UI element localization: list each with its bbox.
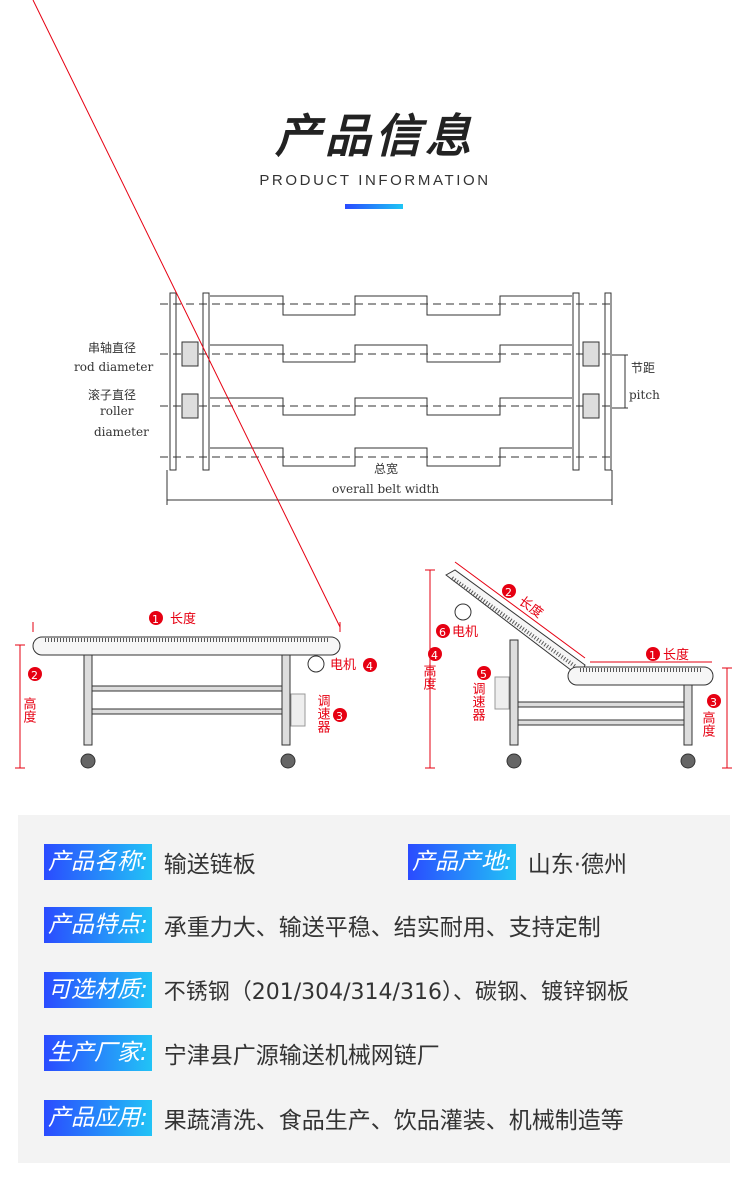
chain-plate-diagram: 串轴直径 rod diameter 滚子直径 roller diameter 节… xyxy=(74,292,660,505)
material-label: 可选材质: xyxy=(44,972,152,1008)
motor-icon xyxy=(454,603,472,621)
width-en: overall belt width xyxy=(332,482,439,496)
rollers xyxy=(181,341,600,419)
info-row-feature: 产品特点: 承重力大、输送平稳、结实耐用、支持定制 xyxy=(44,907,601,943)
feature-label: 产品特点: xyxy=(44,907,152,943)
info-row-origin: 产品产地: 山东·德州 xyxy=(408,844,627,880)
incline-conveyor xyxy=(445,569,714,769)
material-value: 不锈钢（201/304/314/316）、碳钢、镀锌钢板 xyxy=(163,980,629,1005)
conveyor-diagrams: 1 长度 2 高度 电机 4 调速器 3 1 长度 2 长度 6 电机 4 高度… xyxy=(15,0,732,769)
incline-num-6: 6 xyxy=(439,626,446,639)
incline-num-3: 3 xyxy=(710,696,717,709)
incline-motor-label: 电机 xyxy=(452,625,478,640)
roller-cn: 滚子直径 xyxy=(88,387,136,402)
flat-height-label: 高度 xyxy=(21,696,37,723)
page-title: 产品信息 xyxy=(275,109,475,163)
incline-length1-label: 长度 xyxy=(663,647,689,663)
incline-dimensions xyxy=(425,561,732,769)
page-subtitle: PRODUCT INFORMATION xyxy=(259,172,491,189)
origin-value: 山东·德州 xyxy=(527,852,628,878)
maker-value: 宁津县广源输送机械网链厂 xyxy=(163,1043,440,1069)
incline-num-2: 2 xyxy=(505,586,512,599)
info-panel: 产品名称: 输送链板 产品产地: 山东·德州 产品特点: 承重力大、输送平稳、结… xyxy=(18,815,730,1163)
pitch-cn: 节距 xyxy=(631,361,655,375)
rod-diameter-en: rod diameter xyxy=(74,360,154,374)
flat-num-4: 4 xyxy=(366,660,373,673)
width-cn: 总宽 xyxy=(374,461,398,476)
application-value: 果蔬清洗、食品生产、饮品灌装、机械制造等 xyxy=(163,1108,624,1134)
flat-num-1: 1 xyxy=(152,613,159,626)
roller-en: roller xyxy=(100,404,134,418)
side-plates xyxy=(169,292,612,471)
flat-num-2: 2 xyxy=(31,669,38,682)
feature-value: 承重力大、输送平稳、结实耐用、支持定制 xyxy=(163,915,601,941)
name-value: 输送链板 xyxy=(163,852,256,878)
flat-length-label: 长度 xyxy=(170,611,196,627)
flat-dimensions xyxy=(15,0,341,769)
pitch-bracket xyxy=(612,354,628,409)
incline-num-4: 4 xyxy=(431,649,438,662)
origin-label: 产品产地: xyxy=(408,844,516,880)
flat-motor-label: 电机 xyxy=(330,658,356,673)
width-dimension xyxy=(166,470,613,505)
title-accent-bar xyxy=(345,204,403,209)
flat-speed-label: 调速器 xyxy=(315,694,331,734)
maker-label: 生产厂家: xyxy=(44,1035,152,1071)
flat-num-3: 3 xyxy=(336,710,343,723)
diameter-en: diameter xyxy=(94,425,149,439)
info-row-application: 产品应用: 果蔬清洗、食品生产、饮品灌装、机械制造等 xyxy=(44,1100,624,1136)
motor-icon xyxy=(307,655,325,673)
name-label: 产品名称: xyxy=(44,844,152,880)
flat-conveyor xyxy=(32,636,341,769)
application-label: 产品应用: xyxy=(44,1100,152,1136)
incline-num-5: 5 xyxy=(480,668,487,681)
rod-diameter-cn: 串轴直径 xyxy=(88,340,136,355)
incline-speed-label: 调速器 xyxy=(470,682,486,722)
pitch-en: pitch xyxy=(629,388,660,402)
info-row-maker: 生产厂家: 宁津县广源输送机械网链厂 xyxy=(44,1035,440,1071)
rod-axes xyxy=(160,303,615,458)
incline-height4-label: 高度 xyxy=(421,663,437,690)
info-row-material: 可选材质: 不锈钢（201/304/314/316）、碳钢、镀锌钢板 xyxy=(44,972,629,1008)
info-row-name: 产品名称: 输送链板 xyxy=(44,844,256,880)
incline-height3-label: 高度 xyxy=(700,710,716,737)
incline-num-1: 1 xyxy=(649,649,656,662)
